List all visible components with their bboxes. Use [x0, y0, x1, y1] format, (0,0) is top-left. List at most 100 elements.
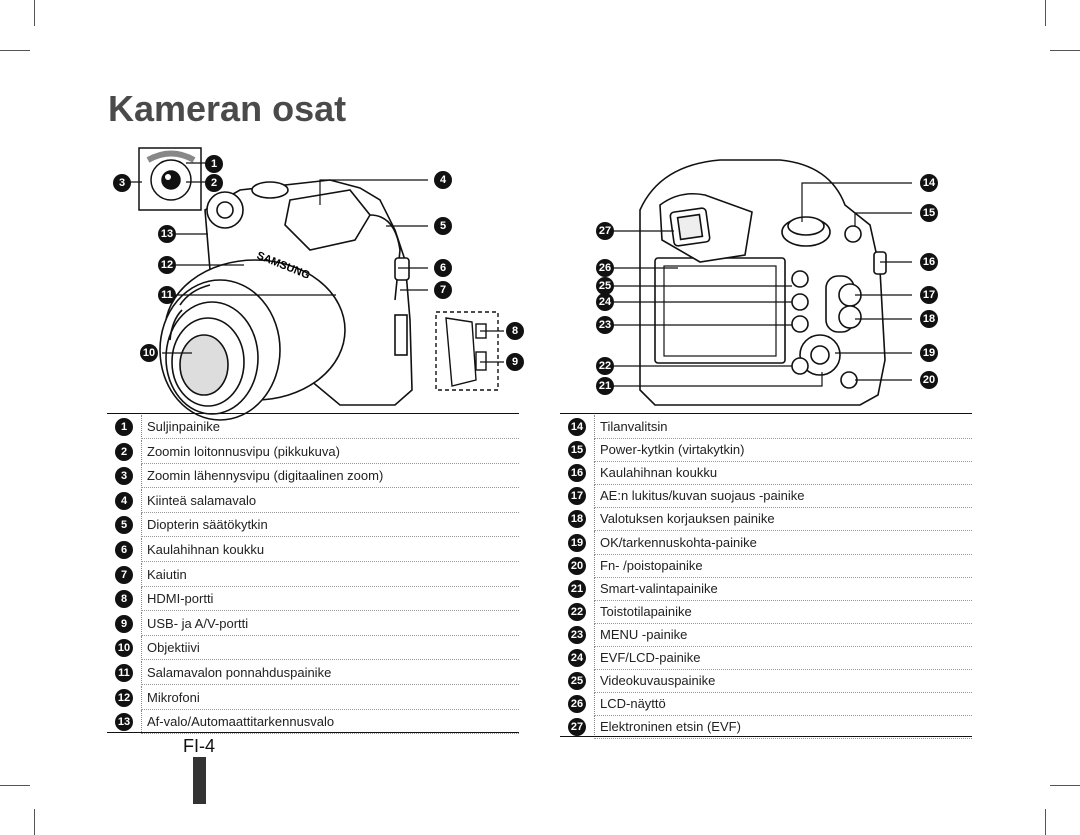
item-number-badge: 7 [115, 565, 133, 584]
item-label: Mikrofoni [147, 689, 200, 705]
item-number-badge: 6 [115, 541, 133, 559]
item-number-badge: 18 [568, 510, 586, 529]
column-divider [141, 513, 142, 538]
callout-4: 4 [434, 171, 452, 189]
item-number-badge: 22 [568, 602, 586, 621]
crop-mark-top-right-v [1045, 0, 1046, 26]
item-label: EVF/LCD-painike [600, 650, 701, 665]
column-divider [141, 464, 142, 489]
crop-mark-bottom-right-h [1050, 785, 1080, 786]
callout-26: 26 [596, 259, 614, 277]
list-item: 21 Smart-valintapainike [560, 576, 972, 601]
item-number-badge: 23 [568, 625, 586, 644]
item-label: HDMI-portti [147, 591, 214, 607]
callout-15: 15 [920, 204, 938, 222]
column-divider [141, 587, 142, 612]
item-number-badge: 8 [115, 590, 133, 609]
callout-24: 24 [596, 293, 614, 311]
callout-3: 3 [113, 174, 131, 192]
list-item: 7 Kaiutin [107, 562, 519, 587]
item-label: Smart-valintapainike [600, 580, 718, 596]
column-divider [594, 461, 595, 486]
column-divider [141, 710, 142, 735]
callout-1: 1 [205, 155, 223, 173]
callout-14: 14 [920, 174, 938, 192]
column-divider [141, 611, 142, 636]
list-item: 13 Af-valo/Automaattitarkennusvalo [107, 710, 519, 735]
back-leader-lines [612, 182, 912, 387]
row-divider [594, 692, 972, 694]
camera-back-body [639, 159, 887, 406]
row-divider [594, 484, 972, 486]
column-divider [594, 576, 595, 601]
row-divider [141, 585, 519, 587]
callout-10: 10 [140, 344, 158, 362]
callout-12: 12 [158, 256, 176, 274]
item-number-badge: 26 [568, 695, 586, 714]
column-divider [594, 415, 595, 439]
row-divider [594, 576, 972, 578]
row-divider [141, 438, 519, 439]
column-divider [141, 488, 142, 513]
column-divider [594, 669, 595, 694]
callout-8: 8 [506, 322, 524, 340]
item-label: USB- ja A/V-portti [147, 615, 249, 631]
row-divider [594, 438, 972, 439]
row-divider [594, 622, 972, 624]
callout-2: 2 [205, 174, 223, 192]
item-label: Power-kytkin (virtakytkin) [600, 442, 745, 458]
row-divider [594, 599, 972, 601]
item-label: Kaulahihnan koukku [600, 465, 718, 481]
item-label: MENU -painike [600, 626, 688, 642]
item-number-badge: 11 [115, 664, 133, 682]
page-title: Kameran osat [108, 88, 347, 129]
column-divider [594, 553, 595, 578]
row-divider [141, 462, 519, 464]
item-label: Af-valo/Automaattitarkennusvalo [147, 714, 335, 730]
item-number-badge: 14 [568, 418, 586, 436]
item-number-badge: 12 [115, 688, 133, 707]
callout-16: 16 [920, 253, 938, 271]
item-label: Tilanvalitsin [600, 419, 668, 434]
row-divider [141, 511, 519, 513]
item-number-badge: 21 [568, 579, 586, 598]
column-divider [141, 636, 142, 661]
crop-mark-top-left-h [0, 50, 30, 51]
column-divider [594, 622, 595, 647]
column-divider [594, 484, 595, 509]
callout-6: 6 [434, 259, 452, 277]
row-divider [594, 738, 972, 740]
callout-27: 27 [596, 222, 614, 240]
item-number-badge: 1 [115, 418, 133, 436]
zoom-lever-inset [138, 147, 202, 211]
item-number-badge: 17 [568, 487, 586, 506]
item-number-badge: 27 [568, 718, 586, 737]
item-number-badge: 19 [568, 533, 586, 552]
item-label: Zoomin lähennysvipu (digitaalinen zoom) [147, 468, 384, 484]
callout-17: 17 [920, 286, 938, 304]
row-divider [141, 659, 519, 661]
crop-mark-bottom-left-v [34, 809, 35, 835]
item-label: Valotuksen korjauksen painike [600, 511, 775, 527]
crop-mark-top-right-h [1050, 50, 1080, 51]
list-item: 16 Kaulahihnan koukku [560, 461, 972, 486]
callout-20: 20 [920, 371, 938, 389]
item-number-badge: 13 [115, 713, 133, 732]
item-label: Kaiutin [147, 566, 187, 582]
item-number-badge: 16 [568, 464, 586, 483]
list-item: 18 Valotuksen korjauksen painike [560, 507, 972, 532]
item-label: Salamavalon ponnahduspainike [147, 665, 332, 680]
item-number-badge: 9 [115, 614, 133, 633]
callout-7: 7 [434, 281, 452, 299]
item-label: Videokuvauspainike [600, 673, 716, 689]
crop-mark-bottom-left-h [0, 785, 30, 786]
